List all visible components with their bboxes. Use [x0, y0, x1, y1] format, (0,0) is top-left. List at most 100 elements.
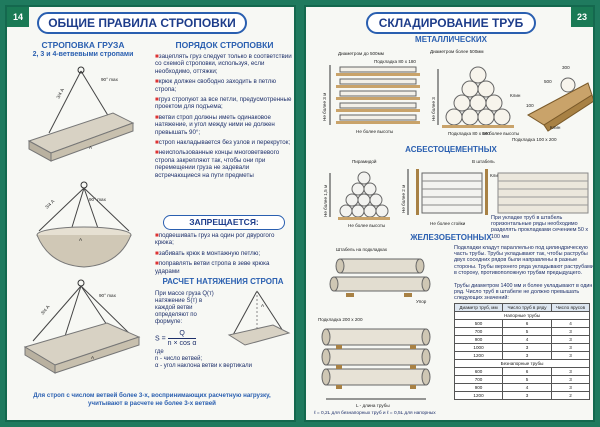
- label-h3: Не более 3: [431, 97, 436, 121]
- forbidden-item: ■забивать крюк в монтажную петлю;: [155, 249, 261, 257]
- forbidden-list: ■подвешивать груз на один рог двурогого …: [155, 232, 293, 278]
- calc-subtitle: РАСЧЕТ НАТЯЖЕНИЯ СТРОПА: [162, 277, 284, 286]
- label-pyramid: Пирамидой: [352, 158, 377, 164]
- dim-label: A: [261, 303, 265, 308]
- rules-list: ■зацеплять груз следует только в соответ…: [155, 53, 293, 182]
- label-d500b: Диаметром более 500мм: [430, 49, 484, 54]
- label-klin3: Клин: [490, 173, 501, 178]
- slinging-subtitle-2: 2, 3 и 4-ветвевыми стропами: [32, 51, 134, 58]
- formula-denominator: n × cos α: [167, 340, 197, 347]
- label-h2: Не более 2 м: [401, 185, 406, 213]
- table-group-row: Напорные трубы: [454, 311, 590, 320]
- figure-angle-diagram: A: [227, 290, 291, 346]
- asbestos-subtitle: АСБЕСТОЦЕМЕНТНЫХ: [405, 145, 497, 154]
- page-number-left: 14: [7, 7, 29, 27]
- label-upor: Упор: [416, 299, 427, 304]
- forbidden-item: ■поправлять ветви стропа в зеве крюка уд…: [155, 260, 270, 275]
- calc-text: При массе груза Q(т) натяжение S(т) в ка…: [155, 291, 214, 325]
- dim-label: 3/4 А: [55, 87, 65, 100]
- label-not-h2: Не более высоты: [482, 131, 519, 136]
- label-h1-5: Не более 1,5 м: [323, 185, 328, 217]
- table-group-row: Безнапорные трубы: [454, 359, 590, 368]
- label-klin: Клин: [510, 93, 521, 98]
- figure-two-leg-sling: 3/4 А 90° max A: [27, 66, 135, 162]
- label-podkl200: Подкладка 200 х 200: [318, 317, 363, 322]
- dim-label: A: [91, 355, 95, 360]
- label-l-length: L - длина трубы: [356, 403, 390, 408]
- where-n: n - число ветвей;: [155, 356, 203, 362]
- where-label: где: [155, 349, 164, 355]
- page-number-right: 23: [571, 7, 593, 27]
- table-group: Безнапорные трубы: [454, 359, 590, 368]
- label-podkl: Подкладка 100 х 200: [512, 137, 557, 142]
- dim-label: 90° max: [101, 77, 119, 82]
- figure-asbestos-pipes: Пирамидой В штабель Не более 1,5 м Не бо…: [323, 158, 589, 228]
- label-300: 300: [562, 65, 570, 70]
- forbidden-title: ЗАПРЕЩАЕТСЯ:: [163, 215, 285, 230]
- rule-item: ■крюк должен свободно заходить в петлю с…: [155, 78, 276, 93]
- formula-fraction: Q n × cos α: [167, 329, 197, 348]
- rc-text-1: Подкладки кладут параллельно под цилиндр…: [454, 245, 594, 276]
- rule-item: ■груз стропуют за все петли, предусмотре…: [155, 96, 292, 111]
- label-stoika: Не более стойки: [430, 220, 466, 226]
- order-subtitle: ПОРЯДОК СТРОПОВКИ: [175, 40, 274, 50]
- rule-item: ■неиспользованные концы многоветвевого с…: [155, 149, 280, 179]
- left-title: ОБЩИЕ ПРАВИЛА СТРОПОВКИ: [37, 12, 247, 34]
- label-500: 500: [544, 79, 552, 84]
- figure-bowl-sling: 90° max 3/4 А A: [36, 181, 132, 268]
- rule-item: ■ветви строп должны иметь одинаковое нат…: [155, 113, 275, 136]
- stack-text: При укладке труб в штабель горизонтальны…: [491, 215, 589, 240]
- slinging-subtitle: СТРОПОВКА ГРУЗА: [41, 40, 125, 50]
- pipe-table: Диаметр труб, мм Число труб в ряду Число…: [453, 303, 590, 400]
- dim-label: A: [89, 145, 93, 150]
- label-padded-b: Подкладка 80 х 160: [448, 131, 490, 136]
- label-not-h: Не более высоты: [356, 129, 393, 134]
- figure-four-leg-sling: 90° max 3/4 А A: [23, 279, 141, 374]
- label-klin2: Клин: [550, 125, 561, 130]
- rc-subtitle: ЖЕЛЕЗОБЕТОННЫХ: [410, 233, 492, 242]
- dim-label: 90° max: [89, 197, 107, 202]
- label-100: 100: [526, 103, 534, 108]
- formula: S = Q n × cos α: [155, 329, 235, 348]
- table-header: Число ярусов: [551, 303, 590, 312]
- right-page: 23 СКЛАДИРОВАНИЕ ТРУБ МЕТАЛЛИЧЕСКИХ Диам…: [304, 5, 595, 422]
- label-stack: В штабель: [472, 159, 495, 164]
- label-stack-pad: Штабель на подкладках: [336, 247, 388, 252]
- formula-numerator: Q: [167, 329, 197, 339]
- table-header: Диаметр труб, мм: [453, 303, 504, 312]
- figure-rc-pipes: Штабель на подкладках Упор Подкладка 200…: [318, 247, 431, 408]
- rule-item: ■строп накладывается без узлов и перекру…: [155, 139, 291, 147]
- table-header-row: Диаметр труб, мм Число труб в ряду Число…: [453, 303, 590, 312]
- l-rule: ℓ = 0,2L для безнапорных труб и ℓ = 0,5L…: [314, 411, 436, 416]
- rule-item: ■зацеплять груз следует только в соответ…: [155, 53, 292, 75]
- metal-subtitle: МЕТАЛЛИЧЕСКИХ: [415, 35, 487, 44]
- table-group: Напорные трубы: [454, 311, 590, 320]
- forbidden-item: ■подвешивать груз на один рог двурогого …: [155, 232, 275, 247]
- label-padded: Подкладка 80 х 180: [374, 59, 416, 64]
- label-d500: Диаметром до 500мм: [338, 51, 384, 56]
- table-header: Число труб в ряду: [502, 303, 553, 312]
- formula-s: S =: [155, 335, 166, 343]
- dim-label: 90° max: [99, 293, 117, 298]
- where-block: где n - число ветвей; α - угол наклона в…: [155, 349, 294, 370]
- dim-label: 3/4 А: [44, 198, 56, 210]
- where-alpha: α - угол наклона ветви к вертикали: [155, 363, 253, 369]
- dim-label: 3/4 А: [40, 303, 51, 315]
- left-page: 14 ОБЩИЕ ПРАВИЛА СТРОПОВКИ СТРОПОВКА ГРУ…: [5, 5, 296, 422]
- figure-metal-pipes: Диаметром до 500мм Диаметром более 500мм…: [322, 49, 593, 142]
- dim-label: A: [79, 237, 83, 242]
- rc-text-2: Трубы диаметром 1400 мм и более укладыва…: [454, 283, 593, 302]
- right-title: СКЛАДИРОВАНИЕ ТРУБ: [366, 12, 536, 34]
- left-footer-note: Для строп с числом ветвей более 3-х, вос…: [33, 392, 271, 407]
- label-h3m: Не более 3 м: [322, 93, 327, 121]
